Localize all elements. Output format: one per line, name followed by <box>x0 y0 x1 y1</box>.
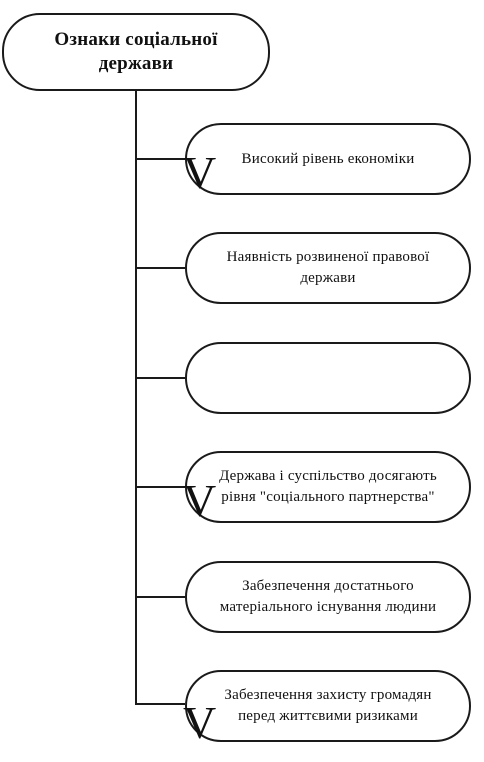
branch-connector-3 <box>135 377 185 379</box>
item-node-2: Наявність розвиненої правової держави <box>185 232 471 304</box>
branch-connector-4 <box>135 486 185 488</box>
branch-connector-2 <box>135 267 185 269</box>
item-node-5-label: Забезпечення достатнього матеріального і… <box>219 578 437 615</box>
v-mark-decoration: V <box>183 475 217 526</box>
item-node-1-label: Високий рівень економіки <box>241 150 415 167</box>
item-node-5: Забезпечення достатнього матеріального і… <box>185 561 471 633</box>
root-node-label: Ознаки соціальної держави <box>54 29 218 74</box>
item-node-4-label: Держава і суспільство досягають рівня "с… <box>219 468 437 505</box>
item-node-4: Держава і суспільство досягають рівня "с… <box>185 451 471 523</box>
item-node-6-label: Забезпечення захисту громадян перед житт… <box>224 687 432 724</box>
root-node: Ознаки соціальної держави <box>2 13 270 91</box>
branch-connector-1 <box>135 158 185 160</box>
item-node-2-label: Наявність розвиненої правової держави <box>226 249 430 286</box>
item-node-6: Забезпечення захисту громадян перед житт… <box>185 670 471 742</box>
main-vertical-connector <box>135 91 137 703</box>
v-mark-decoration: V <box>183 147 217 198</box>
item-node-1: Високий рівень економіки <box>185 123 471 195</box>
branch-connector-6 <box>135 703 185 705</box>
branch-connector-5 <box>135 596 185 598</box>
v-mark-decoration: V <box>183 697 217 748</box>
item-node-3 <box>185 342 471 414</box>
